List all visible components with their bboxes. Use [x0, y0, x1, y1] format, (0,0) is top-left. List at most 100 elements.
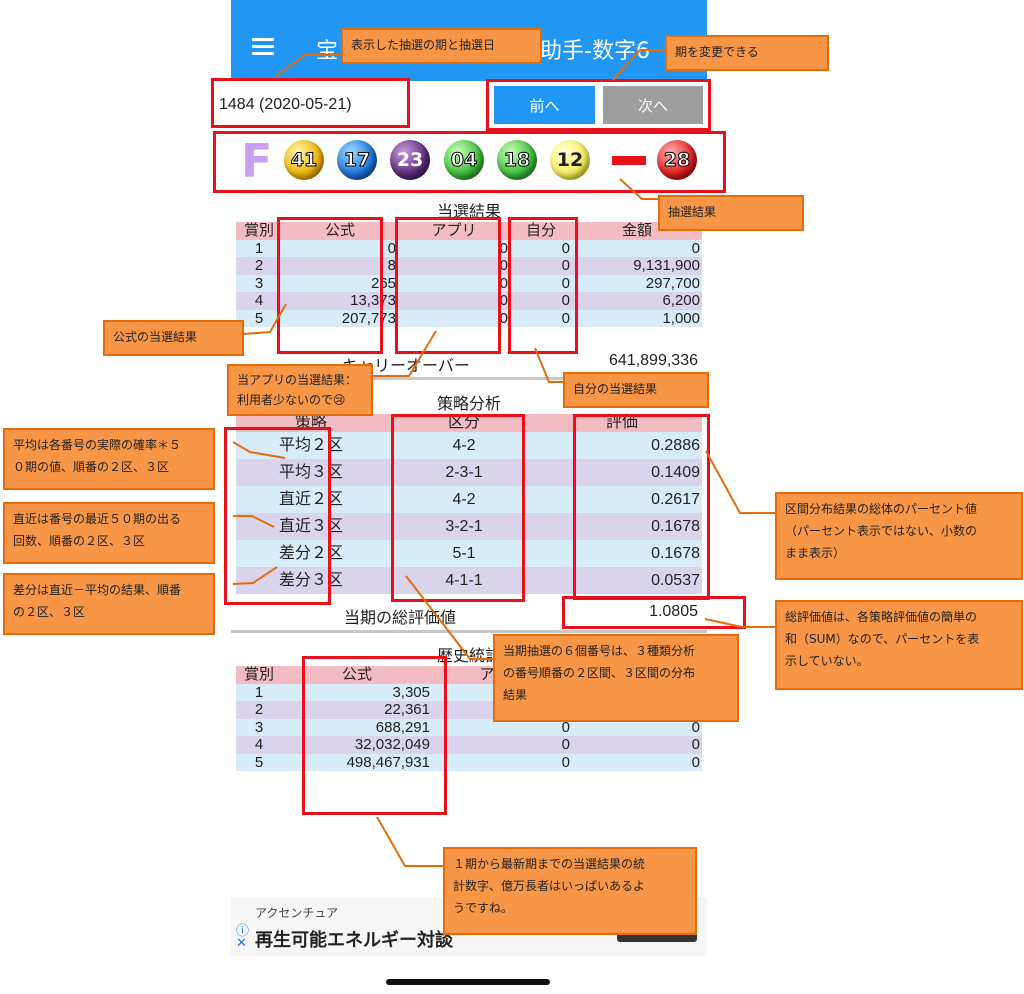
highlight-strategy	[224, 427, 331, 605]
next-button[interactable]: 次へ	[603, 86, 703, 124]
ball-number: 41	[290, 149, 318, 172]
col-header: 区分	[386, 414, 542, 432]
separator-bar	[612, 156, 646, 165]
highlight-history	[302, 656, 447, 815]
ball-number: 18	[503, 149, 531, 172]
table-cell: 0	[510, 274, 572, 292]
note-total: 総評価値は、各策略評価値の簡単の和（SUM）なので、パーセントを表示していない。	[775, 600, 1023, 690]
ball-number: 23	[396, 149, 424, 171]
table-cell: 0	[510, 292, 572, 310]
table-cell: 0	[398, 292, 510, 310]
ball-number: 04	[450, 149, 478, 172]
ball-1: 41	[284, 140, 324, 180]
note-app: 当アプリの当選結果：利用者少ないので😢	[227, 364, 373, 416]
table-cell: 4-2	[386, 485, 542, 513]
ball-special: 28	[657, 140, 697, 180]
note-history: １期から最新期までの当選結果の統計数字、億万長者はいっぱいあるようですね。	[443, 847, 697, 935]
highlight-period	[211, 78, 410, 128]
ball-number: 17	[343, 149, 371, 172]
highlight-division	[391, 414, 525, 602]
table-cell: 5	[236, 309, 282, 327]
ball-4: 04	[444, 140, 484, 180]
table-cell: 9,131,900	[572, 257, 702, 275]
table-cell: 3	[236, 274, 282, 292]
table-cell: 2	[236, 701, 282, 719]
table-cell: 直近３区	[236, 512, 386, 540]
ball-3: 23	[390, 140, 430, 180]
note-diff: 差分は直近－平均の結果、順番の２区、３区	[3, 573, 215, 635]
ball-number: 12	[556, 149, 584, 171]
table-cell: 8	[282, 257, 398, 275]
menu-icon[interactable]	[252, 38, 274, 55]
note-distribution: 区間分布結果の総体のパーセント値（パーセント表示ではない、小数のまま表示）	[775, 492, 1023, 580]
table-cell: 4-2	[386, 431, 542, 459]
table-cell: 265	[282, 274, 398, 292]
table-cell: 0	[572, 736, 702, 754]
ball-number: 28	[663, 149, 691, 172]
table-cell: 0	[510, 239, 572, 257]
home-indicator[interactable]	[386, 979, 550, 985]
divider	[231, 377, 707, 380]
app-title-left: 宝	[316, 39, 339, 64]
table-cell: 0.2886	[542, 431, 702, 459]
note-period: 表示した抽選の期と抽選日	[341, 28, 542, 64]
table-cell: 6,200	[572, 292, 702, 310]
table-cell: 0	[572, 753, 702, 771]
table-cell: 0	[282, 239, 398, 257]
table-cell: 4	[236, 736, 282, 754]
table-cell: 5-1	[386, 539, 542, 567]
prev-button[interactable]: 前へ	[494, 86, 595, 124]
table-cell: 0	[432, 753, 572, 771]
highlight-buttons	[486, 79, 711, 131]
table-cell: 13,373	[282, 292, 398, 310]
table-cell: 差分２区	[236, 539, 386, 567]
table-cell: 0	[398, 309, 510, 327]
highlight-self	[508, 217, 578, 354]
draw-period: 1484 (2020-05-21)	[219, 96, 352, 113]
ad-text: 再生可能エネルギー対談	[255, 930, 453, 951]
table-cell: 平均３区	[236, 458, 386, 486]
carryover-value: 641,899,336	[609, 352, 698, 369]
close-icon[interactable]: ✕	[236, 936, 247, 951]
ball-5: 18	[497, 140, 537, 180]
table-cell: 0.1678	[542, 539, 702, 567]
ball-2: 17	[337, 140, 377, 180]
table-cell: 0	[510, 309, 572, 327]
table-cell: 直近２区	[236, 485, 386, 513]
note-recent: 直近は番号の最近５０期の出る回数、順番の２区、３区	[3, 502, 215, 564]
table-cell: 1	[236, 683, 282, 701]
table-cell: 498,467,931	[282, 753, 432, 771]
table-cell: 0.2617	[542, 485, 702, 513]
table-cell: 3	[236, 718, 282, 736]
results-title: 当選結果	[436, 204, 501, 221]
table-cell: 0	[398, 239, 510, 257]
highlight-official	[277, 217, 383, 354]
total-value: 1.0805	[649, 603, 698, 620]
table-cell: 4-1-1	[386, 566, 542, 594]
col-header: 賞別	[236, 666, 282, 684]
table-cell: 0	[432, 718, 572, 736]
col-header: 自分	[510, 222, 572, 240]
table-cell: 297,700	[572, 274, 702, 292]
divider	[231, 630, 707, 633]
info-icon[interactable]: ⓘ	[236, 924, 250, 939]
table-cell: 32,032,049	[282, 736, 432, 754]
note-draw: 抽選結果	[658, 195, 804, 231]
note-self: 自分の当選結果	[563, 372, 709, 408]
table-cell: 0	[510, 257, 572, 275]
table-cell: 1	[236, 239, 282, 257]
highlight-app	[395, 217, 501, 354]
col-header: 公式	[282, 666, 432, 684]
carryover-label: キャリーオーバー	[342, 358, 470, 375]
highlight-balls	[213, 131, 726, 193]
col-header: アプリ	[398, 222, 510, 240]
table-row: 策略区分評価	[236, 414, 702, 432]
table-cell: 0.0537	[542, 566, 702, 594]
